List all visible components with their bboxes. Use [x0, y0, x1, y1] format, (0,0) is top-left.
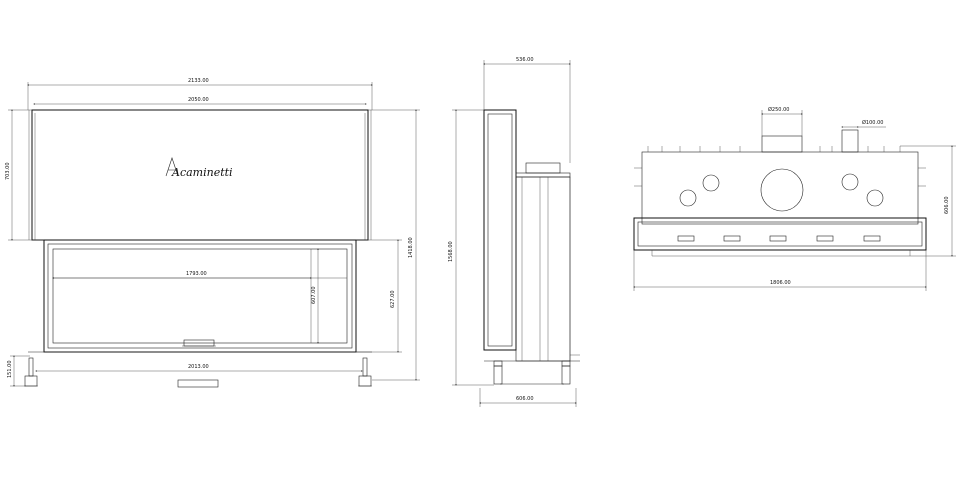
front-view: Acaminetti 2133.00 2050.00 703.00: [5, 78, 420, 388]
dim-side-base-depth: 606.00: [516, 396, 534, 402]
dim-total-height: 1418.00: [408, 237, 414, 258]
dim-side-height: 1568.00: [448, 241, 454, 262]
brand-logo: Acaminetti: [165, 157, 233, 179]
dim-top-height: 703.00: [5, 163, 11, 181]
dim-pipe-diameter: Ø100.00: [862, 119, 883, 126]
top-view: Ø250.00 Ø100.00 606.00 1806.00: [633, 106, 956, 291]
side-view: 536.00 1568.00 606.00: [448, 57, 580, 407]
brand-logo-text: Acaminetti: [171, 166, 233, 179]
dim-top-depth: 606.00: [944, 197, 950, 215]
dim-base-width: 2013.00: [188, 364, 209, 370]
dim-glass-width: 1793.00: [186, 271, 207, 277]
dim-glass-height: 607.00: [311, 287, 317, 305]
dim-overall-width: 2133.00: [188, 78, 209, 84]
dim-flue-diameter: Ø250.00: [768, 106, 789, 113]
dim-top-width: 1806.00: [770, 280, 791, 286]
dim-foot-height: 151.00: [7, 361, 13, 379]
dim-frame-height: 627.00: [390, 291, 396, 309]
dim-body-width: 2050.00: [188, 97, 209, 103]
dim-side-top-depth: 536.00: [516, 57, 534, 63]
